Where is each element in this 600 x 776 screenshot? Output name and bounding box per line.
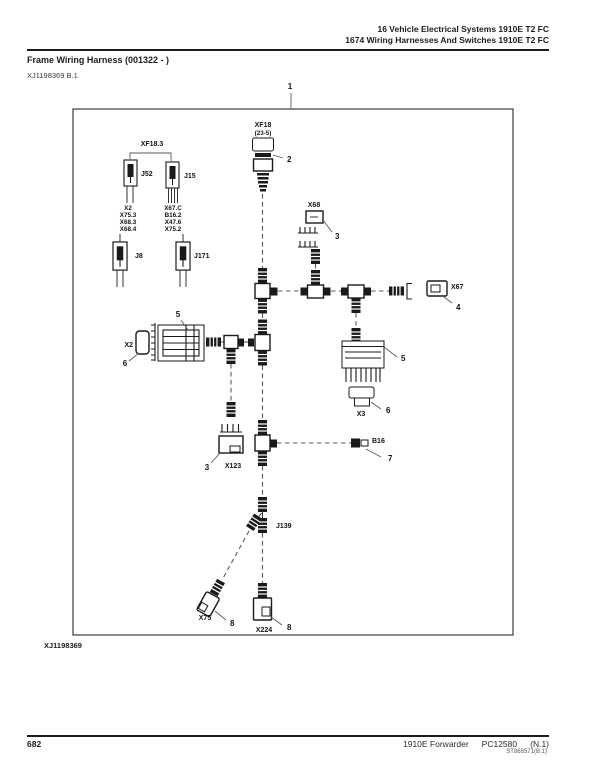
junction-row	[254, 267, 412, 315]
connector-x3-block: 5 X3 6	[341, 327, 406, 418]
callout-4: 4	[456, 303, 461, 312]
connector-x67: X67 4	[426, 280, 464, 312]
connector-x123: X123 3	[205, 401, 244, 472]
callout-1: 1	[288, 82, 293, 91]
branch-line-x75	[221, 530, 250, 581]
junction-b16-row	[254, 419, 351, 467]
label-x224: X224	[256, 627, 272, 634]
label-j15: J15	[184, 173, 196, 180]
section-title: Frame Wiring Harness (001322 - )	[27, 55, 169, 65]
callout-8-x224: 8	[287, 623, 292, 632]
label-j52: J52	[141, 171, 153, 178]
callout-3-x68: 3	[335, 232, 340, 241]
footer-right: 1910E Forwarder PC12580 (N.1)	[403, 739, 549, 749]
label-xf18-pins: (23-5)	[255, 130, 272, 137]
footer-model: 1910E Forwarder	[402, 739, 469, 749]
callout-5-x2block: 5	[176, 310, 181, 319]
document-reference: XJ1198369 B.1	[27, 71, 78, 80]
label-stack-right-2: B16.2	[165, 212, 182, 219]
page-header: 16 Vehicle Electrical Systems 1910E T2 F…	[345, 24, 549, 46]
label-x67: X67	[451, 284, 464, 291]
label-stack-right-1: X67.C	[164, 205, 182, 212]
callout-3-x123: 3	[205, 463, 210, 472]
label-xf18: XF18	[255, 122, 272, 129]
figure-caption: XJ1198369	[44, 641, 82, 650]
footer-catalog: PC12580	[481, 739, 518, 749]
header-line-1: 16 Vehicle Electrical Systems 1910E T2 F…	[377, 24, 549, 34]
connector-xf18: XF18 (23-5) 2	[252, 122, 292, 192]
label-j171: J171	[194, 253, 210, 260]
label-xf18-3: XF18.3	[141, 141, 164, 148]
label-stack-left-1: X2	[124, 205, 132, 212]
connector-x68: X68 3	[298, 202, 340, 265]
label-stack-left-3: X68.3	[120, 219, 137, 226]
footer-rule	[27, 735, 549, 737]
header-line-2: 1674 Wiring Harnesses And Switches 1910E…	[345, 35, 549, 45]
footer-revision: (N.1)	[530, 739, 549, 749]
label-stack-right-3: X47.6	[165, 219, 182, 226]
label-x75: X75	[199, 615, 212, 622]
callout-8-x75: 8	[230, 619, 235, 628]
junction-x2-row	[223, 318, 271, 367]
label-x3: X3	[357, 411, 366, 418]
callout-2: 2	[287, 155, 292, 164]
page-number: 682	[27, 739, 42, 749]
fuse-cluster-xf18-3: XF18.3 J52 J15 X2 X75.3 X68.3 X68.4 X67.…	[112, 141, 210, 287]
callout-6-x2: 6	[123, 359, 128, 368]
connector-b16: B16 7	[351, 438, 393, 463]
callout-5-x3block: 5	[401, 354, 406, 363]
label-x2: X2	[124, 342, 133, 349]
connector-x224: X224 8	[252, 582, 292, 634]
label-x123: X123	[225, 463, 241, 470]
connector-x2-block: X2 5 6	[123, 310, 224, 368]
label-x68: X68	[308, 202, 321, 209]
label-stack-right-4: X75.2	[165, 226, 182, 233]
footer-figure-ref: ST868571(B.1)	[506, 749, 547, 755]
label-j8: J8	[135, 253, 143, 260]
label-b16: B16	[372, 438, 385, 445]
label-stack-left-4: X68.4	[120, 226, 137, 233]
label-j139: J139	[276, 523, 292, 530]
diagram-border	[72, 108, 514, 636]
splitter-j139: J139	[245, 496, 292, 534]
label-stack-left-2: X75.3	[120, 212, 137, 219]
header-rule	[27, 49, 549, 51]
callout-7: 7	[388, 454, 393, 463]
callout-6-x3: 6	[386, 406, 391, 415]
connector-x75: X75 8	[196, 578, 235, 628]
